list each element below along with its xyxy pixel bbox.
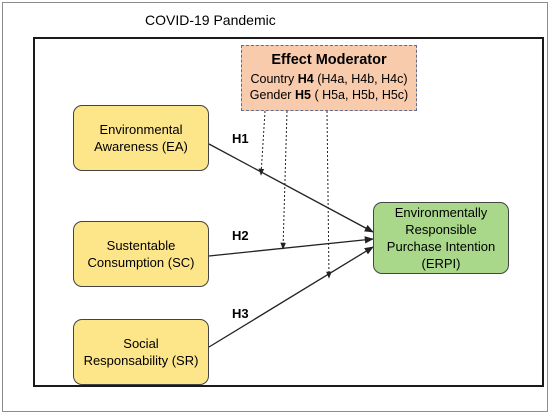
effect-moderator-box: Effect Moderator Country H4 (H4a, H4b, H… (241, 45, 417, 111)
path-h3 (208, 246, 374, 348)
moderator-variable: Gender (249, 88, 292, 102)
construct-sc-line2: Consumption (SC) (87, 255, 195, 270)
construct-sr: Social Responsability (SR) (73, 319, 209, 385)
diagram-canvas: COVID-19 Pandemic Effect Moderator Count… (2, 2, 548, 412)
moderator-hypothesis: H5 (294, 88, 311, 102)
construct-ea: Environmental Awareness (EA) (73, 105, 209, 171)
outcome-erpi: Environmentally Responsible Purchase Int… (373, 202, 509, 274)
moderator-row-country: Country H4 (H4a, H4b, H4c) (242, 71, 416, 87)
moderation-arrow-h3 (326, 110, 332, 279)
construct-sc-line1: Sustentable (106, 238, 176, 253)
outcome-line: Environmentally (394, 205, 488, 220)
moderator-sub-hypotheses: (H4a, H4b, H4c) (317, 72, 408, 86)
context-label: COVID-19 Pandemic (145, 12, 276, 28)
hypothesis-label-h1: H1 (232, 131, 249, 146)
hypothesis-label-h2: H2 (232, 228, 249, 243)
outcome-line: (ERPI) (421, 256, 461, 271)
path-h1 (208, 143, 374, 233)
hypothesis-label-h3: H3 (232, 306, 249, 321)
moderator-sub-hypotheses: ( H5a, H5b, H5c) (314, 88, 409, 102)
construct-sr-line1: Social (123, 336, 159, 351)
moderation-arrow-h1 (258, 110, 266, 176)
construct-sc: Sustentable Consumption (SC) (73, 221, 209, 287)
moderator-title: Effect Moderator (271, 52, 387, 68)
moderator-hypothesis: H4 (297, 72, 314, 86)
moderation-arrow-h2 (280, 110, 288, 250)
construct-sr-line2: Responsability (SR) (83, 353, 199, 368)
moderator-row-gender: Gender H5 ( H5a, H5b, H5c) (242, 87, 416, 103)
path-h2 (208, 236, 374, 257)
pandemic-context-box (33, 37, 544, 387)
outcome-line: Purchase Intention (386, 239, 496, 254)
outcome-line: Responsible (405, 222, 477, 237)
diagram-connectors (208, 110, 374, 348)
moderator-variable: Country (250, 72, 295, 86)
construct-ea-line2: Awareness (EA) (94, 139, 188, 154)
construct-ea-line1: Environmental (99, 122, 183, 137)
